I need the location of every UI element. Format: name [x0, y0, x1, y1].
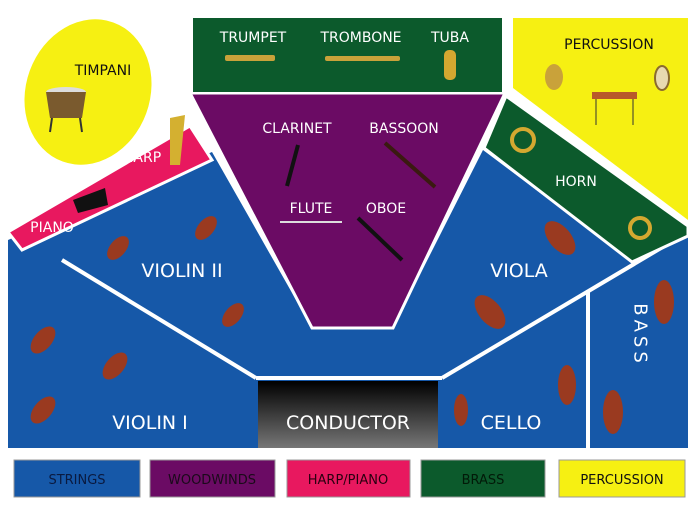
violin1-label: VIOLIN I [112, 412, 188, 434]
legend-label-strings: STRINGS [48, 473, 105, 488]
harp-label: HARP [123, 150, 161, 166]
violin-icon [30, 396, 56, 424]
timpani-section[interactable] [4, 1, 171, 182]
conductor-label: CONDUCTOR [286, 412, 410, 434]
timpani-label: TIMPANI [74, 63, 132, 79]
bass-icon [603, 390, 623, 434]
woodwinds-section[interactable] [187, 91, 508, 330]
bassoon-label: BASSOON [369, 121, 438, 137]
legend-swatch-brass [420, 459, 546, 498]
violin-icon [102, 352, 128, 380]
timpani-icon [46, 87, 86, 133]
tambourine-icon [654, 65, 670, 91]
trombone-label: TROMBONE [319, 30, 401, 46]
piano-icon [73, 188, 108, 213]
cello-icon [454, 394, 468, 426]
violin2-label: VIOLIN II [141, 260, 222, 282]
divider-violin1-violin2 [60, 258, 258, 380]
legend-swatch-woodwinds [149, 459, 276, 498]
clarinet-icon [285, 144, 300, 187]
strings-section[interactable] [8, 150, 688, 448]
harp-icon [170, 115, 185, 165]
xylophone-icon [592, 92, 637, 125]
viola-label: VIOLA [490, 260, 548, 282]
legend-label-harp-piano: HARP/PIANO [308, 473, 388, 488]
horn-label: HORN [555, 174, 597, 190]
bass-label: BASS [630, 303, 651, 367]
harp-piano-section[interactable] [5, 123, 215, 252]
flute-label: FLUTE [290, 201, 333, 217]
trombone-icon [325, 56, 400, 61]
clarinet-label: CLARINET [262, 121, 332, 137]
legend: STRINGS WOODWINDS HARP/PIANO BRASS PERCU… [13, 459, 686, 498]
legend-label-percussion: PERCUSSION [580, 473, 663, 488]
cello-label: CELLO [481, 412, 542, 434]
oboe-label: OBOE [366, 201, 406, 217]
bass-icon [654, 280, 674, 324]
legend-label-woodwinds: WOODWINDS [168, 473, 256, 488]
legend-swatch-strings [13, 459, 141, 498]
violin-icon [195, 216, 217, 240]
legend-label-brass: BRASS [462, 473, 505, 488]
piano-label: PIANO [30, 220, 74, 236]
cello-icon [558, 365, 576, 405]
violin-icon [222, 303, 244, 327]
horn-icon [628, 216, 652, 240]
cymbal-icon [545, 64, 563, 90]
legend-swatch-percussion [558, 459, 686, 498]
trumpet-icon [225, 55, 275, 61]
viola-icon [474, 295, 506, 329]
trumpet-label: TRUMPET [219, 30, 287, 46]
horn-icon [510, 127, 536, 153]
conductor-podium[interactable] [258, 381, 438, 448]
tuba-icon [444, 50, 456, 80]
percussion-label: PERCUSSION [564, 37, 654, 53]
violin-icon [30, 326, 56, 354]
oboe-icon [356, 216, 404, 262]
tuba-label: TUBA [430, 30, 469, 46]
bassoon-icon [383, 141, 437, 189]
viola-icon [544, 221, 576, 255]
legend-swatch-harp-piano [286, 459, 411, 498]
violin-icon [107, 236, 129, 260]
